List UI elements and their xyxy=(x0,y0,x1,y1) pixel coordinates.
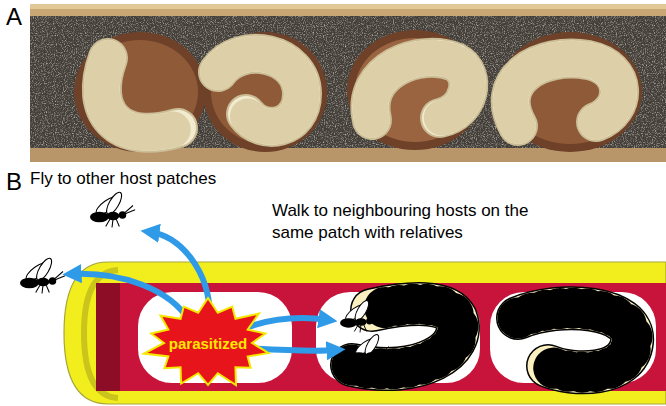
nest-photo xyxy=(30,4,666,162)
larvae-photo xyxy=(102,54,619,133)
node-label: parasitized xyxy=(169,335,247,352)
burst-shape xyxy=(144,298,269,385)
cocoon-cells xyxy=(74,30,642,152)
host-larvae xyxy=(352,304,632,372)
annotation: Fly to other host patches xyxy=(30,168,290,190)
panel-letter: A xyxy=(6,1,36,32)
nest-tube xyxy=(64,262,666,404)
parasitized-burst: parasitized xyxy=(145,297,271,389)
annotation: Walk to neighbouring hosts on the same p… xyxy=(272,200,540,244)
